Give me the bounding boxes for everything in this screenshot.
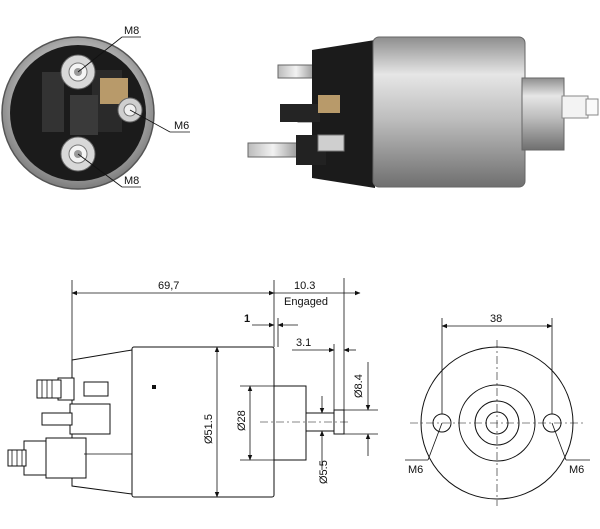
end-drawing: 38 M6 M6 (405, 313, 590, 506)
photo-end-view: M8 M6 M8 (1, 25, 190, 190)
solenoid-body (372, 36, 526, 188)
dim-gap: 1 (244, 313, 250, 325)
dim-boss-dia: Ø28 (236, 410, 248, 431)
dim-mount-spacing: 38 (490, 313, 502, 325)
drawing-stud-bottom (23, 440, 47, 476)
callout-m8-bottom: M8 (124, 175, 139, 187)
side-drawing: 69,7 10.3 Engaged 1 3.1 Ø51.5 Ø28 Ø8.4 (7, 278, 378, 498)
dim-plunger-dia: Ø8.4 (353, 374, 365, 398)
dim-overall-length: 69,7 (158, 280, 179, 292)
dim-plunger-step: 3.1 (296, 337, 311, 349)
callout-m8-top: M8 (124, 25, 139, 37)
drawing-boss (273, 385, 307, 461)
label-engaged: Engaged (284, 296, 328, 308)
terminal-cap (312, 40, 375, 188)
callout-right-m6: M6 (569, 464, 584, 476)
front-boss (521, 77, 565, 151)
stud-top (277, 64, 315, 79)
dim-pin-dia: Ø5.5 (318, 460, 330, 484)
plunger (561, 95, 589, 119)
stud-bottom (247, 142, 299, 158)
callout-m6: M6 (174, 120, 189, 132)
photo-side-view (247, 36, 599, 188)
dim-engaged-travel: 10.3 (294, 280, 315, 292)
callout-left-m6: M6 (408, 464, 423, 476)
drawing-center-terminal (69, 403, 111, 435)
dim-body-dia: Ø51.5 (203, 414, 215, 444)
drawing-stud-top (36, 379, 62, 399)
